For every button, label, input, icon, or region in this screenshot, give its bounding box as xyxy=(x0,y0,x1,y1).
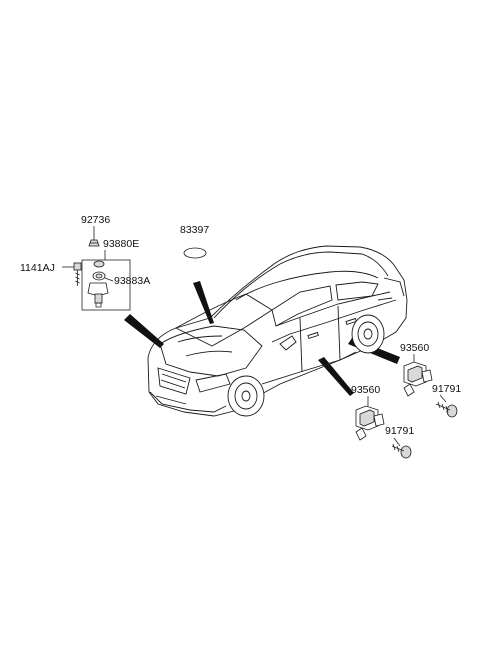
label-83397: 83397 xyxy=(180,224,209,236)
car-outline xyxy=(147,245,408,417)
hood-switch-assembly xyxy=(62,226,131,311)
label-93883A: 93883A xyxy=(114,275,150,287)
pointer-windshield xyxy=(193,281,214,324)
screw-91791-right xyxy=(435,401,458,418)
label-91791-right: 91791 xyxy=(432,383,461,395)
pad-83397 xyxy=(183,247,207,259)
screw-91791-left xyxy=(391,443,412,459)
label-93560-right: 93560 xyxy=(400,342,429,354)
label-93880E: 93880E xyxy=(103,238,139,250)
label-92736: 92736 xyxy=(81,214,110,226)
label-1141AJ: 1141AJ xyxy=(20,262,55,274)
pointer-hood-switch xyxy=(124,314,164,348)
label-93560-left: 93560 xyxy=(351,384,380,396)
label-91791-left: 91791 xyxy=(385,425,414,437)
door-switch-left xyxy=(355,396,412,459)
screw-1141aj xyxy=(73,262,82,286)
pointer-front-door xyxy=(318,357,354,396)
door-switch-right xyxy=(403,354,458,418)
